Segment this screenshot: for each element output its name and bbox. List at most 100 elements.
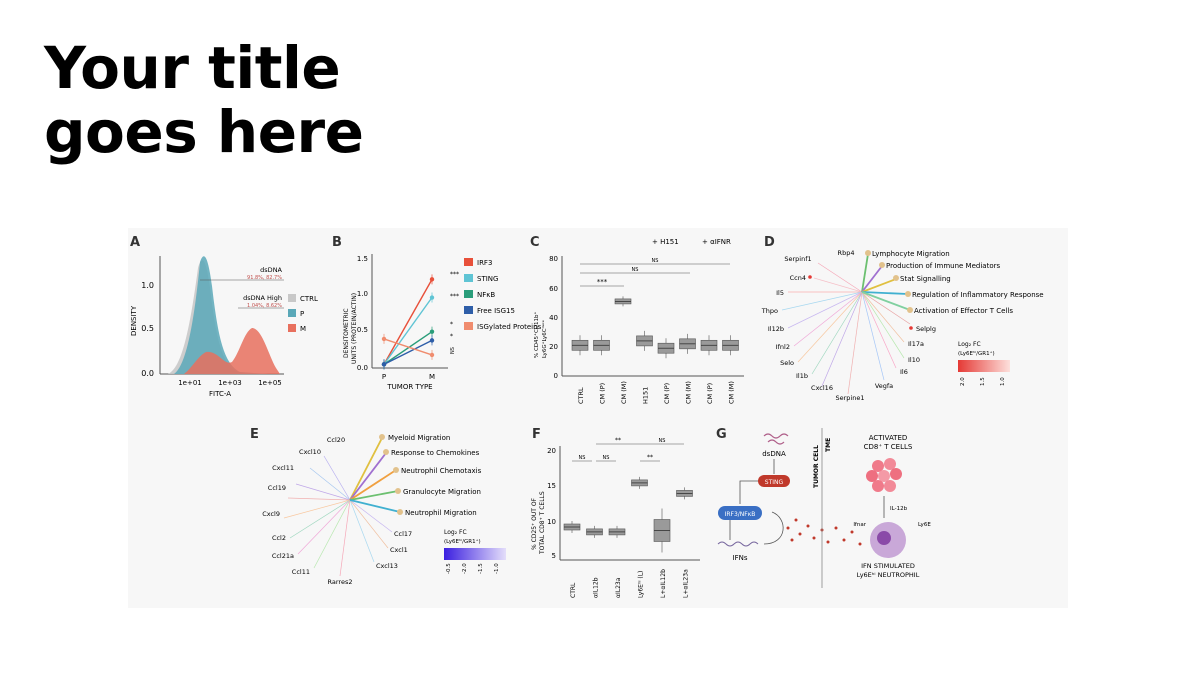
term-node xyxy=(395,488,401,494)
panel-b-plot-area xyxy=(381,274,435,370)
gene-label: Cxcl13 xyxy=(376,562,398,570)
panel-f-sig: NS xyxy=(659,438,666,444)
panel-g-tumor-cell-label: TUMOR CELL xyxy=(813,445,820,488)
gene-label: Ccn4 xyxy=(790,274,806,282)
panel-f-ylabel-line-2: TOTAL CD8⁺ T CELLS xyxy=(539,491,546,555)
x-tick-label: H151 xyxy=(642,387,650,404)
panel-c-ytick: 80 xyxy=(549,255,558,263)
term-node xyxy=(397,509,403,515)
panel-label-f: F xyxy=(532,427,541,442)
data-point xyxy=(429,277,435,282)
gene-label: Ifnl2 xyxy=(776,343,790,351)
gene-label: Cxcl10 xyxy=(299,448,321,456)
figure-svg: A 1.0 0.5 0.0 DENSITY 1e+01 1e+03 1e+05 … xyxy=(130,235,1044,598)
gene-label: Ccl21a xyxy=(272,552,294,560)
legend-label-m: M xyxy=(300,325,306,333)
term-node xyxy=(879,262,885,268)
gene-label: Ccl2 xyxy=(272,534,286,542)
arrow xyxy=(763,511,784,545)
legend-swatch-ctrl xyxy=(288,294,296,302)
panel-c-sig: *** xyxy=(597,278,608,286)
legend-label-nfkb: NFκB xyxy=(477,291,495,299)
panel-b-sig: NS xyxy=(450,347,456,354)
term-node xyxy=(907,307,913,313)
legend-swatch-nfkb xyxy=(464,290,473,298)
data-point xyxy=(429,295,435,300)
figure-panel: A 1.0 0.5 0.0 DENSITY 1e+01 1e+03 1e+05 … xyxy=(128,228,1068,608)
panel-g-irf3-label: IRF3/NFκB xyxy=(725,511,756,518)
term-label: Myeloid Migration xyxy=(388,434,450,442)
x-tick-label: Ly6Eʰⁱ (L) xyxy=(638,571,645,598)
panel-g-sting-label: STING xyxy=(765,479,784,486)
term-label: Activation of Effector T Cells xyxy=(914,307,1013,315)
panel-g-ly6e-label: Ly6E xyxy=(918,522,931,528)
data-point xyxy=(429,338,435,343)
panel-g-dsdna-label: dsDNA xyxy=(762,450,786,458)
slide-title: Your title goes here xyxy=(44,36,364,164)
series-line xyxy=(383,331,433,365)
x-tick-label: CTRL xyxy=(577,387,585,404)
panel-e-scale-tick: -2.0 xyxy=(462,563,468,574)
panel-f: F 20 15 10 5 % CD25⁺ OUT OF TOTAL CD8⁺ T… xyxy=(531,427,700,598)
series-line xyxy=(383,338,433,356)
panel-e-color-scale xyxy=(444,548,506,560)
x-tick-label: L+αIL23a xyxy=(683,569,690,598)
gene-label: Cxcl9 xyxy=(262,510,280,518)
panel-d-legend-title: Log₂ FC xyxy=(958,341,981,348)
panel-b: B 1.5 1.0 0.5 0.0 DENSITOMETRIC UNITS (P… xyxy=(332,235,542,391)
p-density-curve xyxy=(174,256,268,374)
term-node xyxy=(905,291,911,297)
m-density-curve xyxy=(184,328,280,374)
panel-e-legend-sub: (Ly6Eʰⁱ/GR1⁺) xyxy=(444,538,481,545)
panel-f-ytick: 15 xyxy=(547,482,556,490)
panel-a-annot2-values: 1.04%, 8.62% xyxy=(247,303,282,309)
irf3-nfkb-node xyxy=(718,506,762,520)
legend-label-irf3: IRF3 xyxy=(477,259,492,267)
x-tick-label: CM (M) xyxy=(685,381,693,404)
panel-g-il12b-label: IL-12b xyxy=(890,506,908,512)
legend-label-isgylated: ISGylated Proteins xyxy=(477,323,542,331)
panel-e-network-lines xyxy=(283,437,401,577)
sting-node xyxy=(758,475,790,487)
gene-label: Il10 xyxy=(908,356,920,364)
gene-label: Ccl19 xyxy=(268,484,286,492)
x-tick-label: L+αIL12b xyxy=(660,569,667,598)
legend-swatch-sting xyxy=(464,274,473,282)
term-node xyxy=(393,467,399,473)
panel-label-b: B xyxy=(332,235,342,250)
legend-label-ctrl: CTRL xyxy=(300,295,318,303)
panel-d-scale-tick: 1.0 xyxy=(1000,377,1006,386)
gene-label: Thpo xyxy=(761,307,778,315)
gene-label: Vegfa xyxy=(875,382,893,390)
term-node xyxy=(865,250,871,256)
panel-c-sig: NS xyxy=(632,267,639,273)
panel-g-ifns-label: IFNs xyxy=(733,554,748,562)
panel-b-ytick: 0.5 xyxy=(357,326,368,334)
x-tick-label: CM (M) xyxy=(620,381,628,404)
x-tick-label: CM (P) xyxy=(599,383,607,404)
panel-b-ytick: 1.5 xyxy=(357,255,368,263)
term-label: Lymphocyte Migration xyxy=(872,250,950,258)
panel-label-g: G xyxy=(716,427,727,442)
panel-b-xlabel: TUMOR TYPE xyxy=(386,383,432,391)
panel-a-annot1-title: dsDNA xyxy=(260,266,282,274)
panel-f-ytick: 20 xyxy=(547,447,556,455)
gene-label: Il5 xyxy=(776,289,784,297)
gene-node xyxy=(808,275,812,279)
panel-g-activated-line-2: CD8⁺ T CELLS xyxy=(864,443,913,451)
panel-a-xtick: 1e+03 xyxy=(218,379,242,387)
gene-label: Rarres2 xyxy=(328,578,353,586)
panel-label-d: D xyxy=(764,235,775,250)
gene-label: Ccl11 xyxy=(292,568,310,576)
series-line xyxy=(383,279,433,365)
panel-a-annot1-values: 91.8%, 82.7% xyxy=(247,275,282,281)
ifn-particles xyxy=(786,518,862,546)
panel-g-tme-label: TME xyxy=(825,438,832,452)
gene-label: Rbp4 xyxy=(838,249,855,257)
legend-swatch-isgylated xyxy=(464,322,473,330)
term-label: Production of Immune Mediators xyxy=(886,262,1000,270)
term-node xyxy=(893,275,899,281)
term-label: Granulocyte Migration xyxy=(403,488,481,496)
data-point xyxy=(429,352,435,358)
panel-a: A 1.0 0.5 0.0 DENSITY 1e+01 1e+03 1e+05 … xyxy=(130,235,318,398)
